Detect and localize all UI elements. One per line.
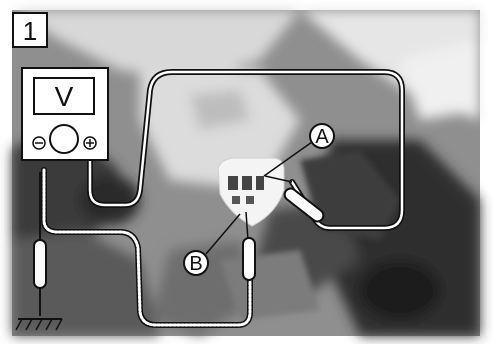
meter-negative-terminal bbox=[33, 137, 45, 149]
meter-positive-terminal bbox=[84, 137, 96, 149]
callout-b-label: B bbox=[189, 253, 202, 275]
meter-display-label: V bbox=[55, 81, 74, 112]
multimeter-icon: V bbox=[22, 68, 108, 160]
step-number: 1 bbox=[23, 16, 37, 46]
step-number-box: 1 bbox=[13, 13, 47, 47]
meter-dial-knob bbox=[50, 125, 78, 153]
callout-a-label: A bbox=[315, 126, 329, 148]
